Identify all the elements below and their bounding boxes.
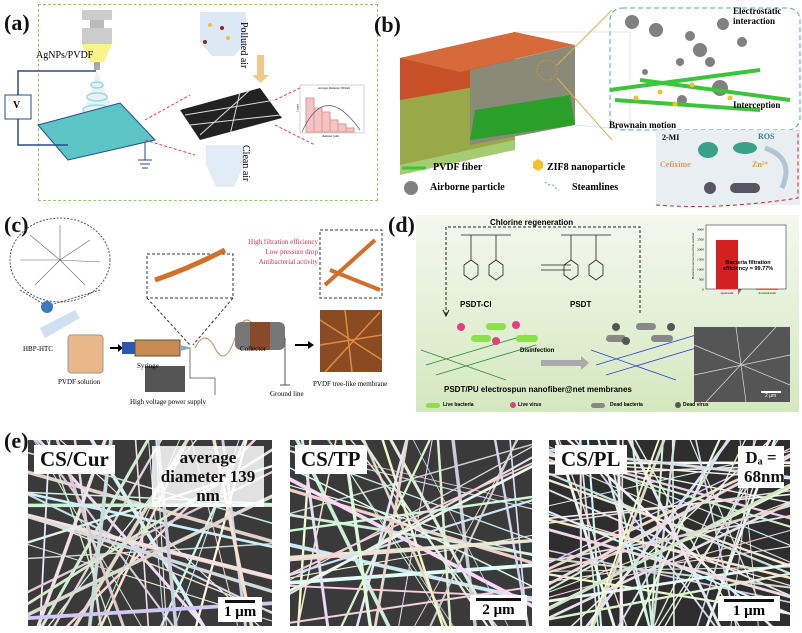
psdt-schematic: 0 500 1000 1500 2000 2500 3000 upstream downstre…	[420, 224, 791, 408]
feature-list: High filtration efficiency Low pressure …	[240, 237, 318, 267]
feature-3: Antibacterial activity	[258, 258, 318, 266]
legend-pvdf-fiber: PVDF fiber	[433, 162, 483, 173]
chlorine-regeneration-label: Chlorine regeneration	[490, 218, 574, 227]
sem-label-cs-cur: CS/Cur	[34, 445, 115, 474]
syringe-label: Syringe	[137, 362, 159, 370]
interception-label: Interception	[733, 100, 781, 110]
histogram-title: Average diameter=38.9nm	[318, 86, 350, 90]
panel-a-label: (a)	[4, 10, 30, 35]
sem-label-cs-pl: CS/PL	[555, 445, 627, 474]
2mi-label: 2-MI	[662, 133, 680, 142]
legend-live-bacteria: Live bacteria	[443, 402, 474, 408]
legend-dead-virus: Dead virus	[683, 402, 709, 408]
electrospinning-schematic	[4, 10, 365, 187]
hbp-label: HBP-HTC	[23, 345, 53, 353]
sem-label-cs-tp: CS/TP	[295, 445, 367, 474]
disinfection-label: Disinfection	[520, 348, 555, 354]
polluted-air-label: Polluted air	[238, 22, 249, 69]
y-tick-label: 500	[699, 278, 705, 282]
feature-2: Low pressure drop	[265, 248, 319, 256]
y-tick-label: 3000	[697, 228, 704, 232]
zn-label: Zn²⁺	[752, 160, 769, 169]
efficiency-label: Bacteria filtration efficiency = 99.77%	[722, 260, 774, 272]
bar-downstream	[756, 288, 778, 290]
panel-a	[38, 4, 378, 201]
y-axis-label: Bacterial aerosol particle number	[691, 232, 695, 279]
collector-label: Collector	[240, 345, 267, 353]
y-tick-label: 2000	[697, 248, 704, 252]
membranes-label: PSDT/PU electrospun nanofiber@net membra…	[444, 385, 632, 394]
filtration-mechanism-diagram	[400, 7, 801, 207]
cefixime-label: Cefixime	[660, 160, 691, 169]
y-tick-label: 0	[702, 288, 704, 292]
panel-e-label: (e)	[4, 428, 29, 453]
x-tick-label: downstream	[758, 291, 775, 295]
voltage-label: V	[13, 100, 21, 111]
histogram-xlabel: diameter (nm)	[322, 134, 340, 138]
legend-airborne-particle: Airborne particle	[430, 182, 505, 193]
sem-note-cs-cur: average diameter 139 nm	[152, 446, 264, 507]
legend-live-virus: Live virus	[518, 402, 542, 408]
histogram-ylabel: Count	[295, 104, 300, 112]
membrane-label: PVDF tree-like membrane	[313, 380, 388, 388]
ros-label: ROS	[758, 132, 775, 141]
pvdf-solution-label: PVDF solution	[58, 378, 101, 386]
legend-streamlines: Steamlines	[572, 182, 619, 193]
bar-upstream	[716, 240, 738, 289]
y-tick-label: 2500	[697, 238, 704, 242]
hv-label: High voltage power supply	[130, 398, 207, 406]
y-tick-label: 1000	[697, 268, 704, 272]
brownian-label: Brownain motion	[609, 120, 677, 130]
solution-label: AgNPs/PVDF	[36, 50, 94, 61]
legend-zif8: ZIF8 nanoparticle	[547, 162, 626, 173]
panel-c-label: (c)	[4, 212, 29, 237]
panel-d-label: (d)	[388, 212, 415, 237]
ground-label: Ground line	[270, 390, 304, 398]
y-tick-label: 1500	[697, 258, 704, 262]
clean-air-label: Clean air	[240, 145, 251, 182]
x-tick-label: upstream	[721, 291, 734, 295]
tree-like-membrane-schematic	[9, 217, 383, 395]
sem-note-cs-pl: Dₐ = 68nm	[738, 446, 785, 488]
bar-chart: 0 500 1000 1500 2000 2500 3000 upstream downstre…	[691, 224, 787, 295]
scale-bar-cs-pl: 1 μm	[718, 596, 780, 621]
sem-scale-label: 2 μm	[765, 393, 777, 399]
scale-bar-cs-tp: 2 μm	[470, 595, 527, 620]
psdt-label: PSDT	[570, 300, 592, 309]
scale-bar-cs-cur: 1 μm	[218, 597, 263, 622]
feature-1: High filtration efficiency	[248, 238, 318, 246]
panel-b-label: (b)	[374, 12, 401, 37]
psdt-cl-label: PSDT-Cl	[460, 300, 492, 309]
legend-dead-bacteria: Dead bacteria	[610, 402, 643, 408]
electrostatic-label: Electrostatic interaction	[733, 6, 782, 26]
